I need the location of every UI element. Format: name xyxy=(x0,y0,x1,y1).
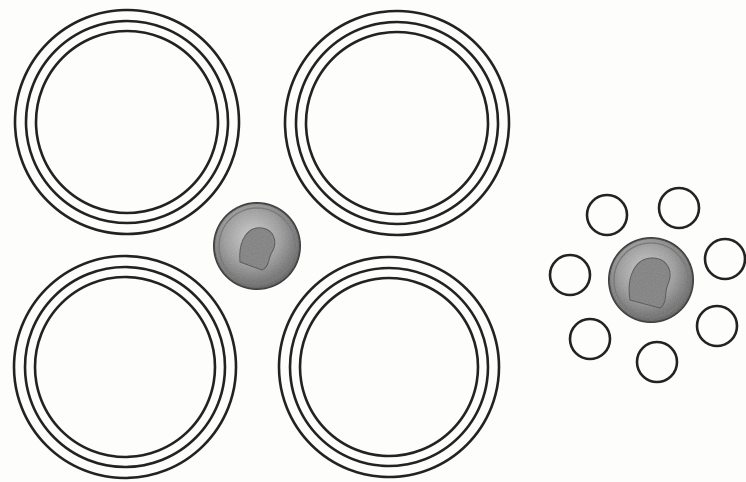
large-ring-bottom-right xyxy=(279,257,499,477)
small-ring-7 xyxy=(637,342,677,382)
coin-right xyxy=(609,238,693,322)
large-ring-top-right xyxy=(285,11,509,235)
small-ring-3 xyxy=(550,255,590,295)
small-ring-2 xyxy=(659,188,699,228)
small-ring-1 xyxy=(587,195,627,235)
small-ring-4 xyxy=(705,239,745,279)
small-ring-6 xyxy=(697,306,737,346)
small-ring-5 xyxy=(570,319,610,359)
coin-left xyxy=(214,203,300,289)
large-ring-top-left xyxy=(15,10,239,234)
large-ring-bottom-left xyxy=(14,256,236,478)
